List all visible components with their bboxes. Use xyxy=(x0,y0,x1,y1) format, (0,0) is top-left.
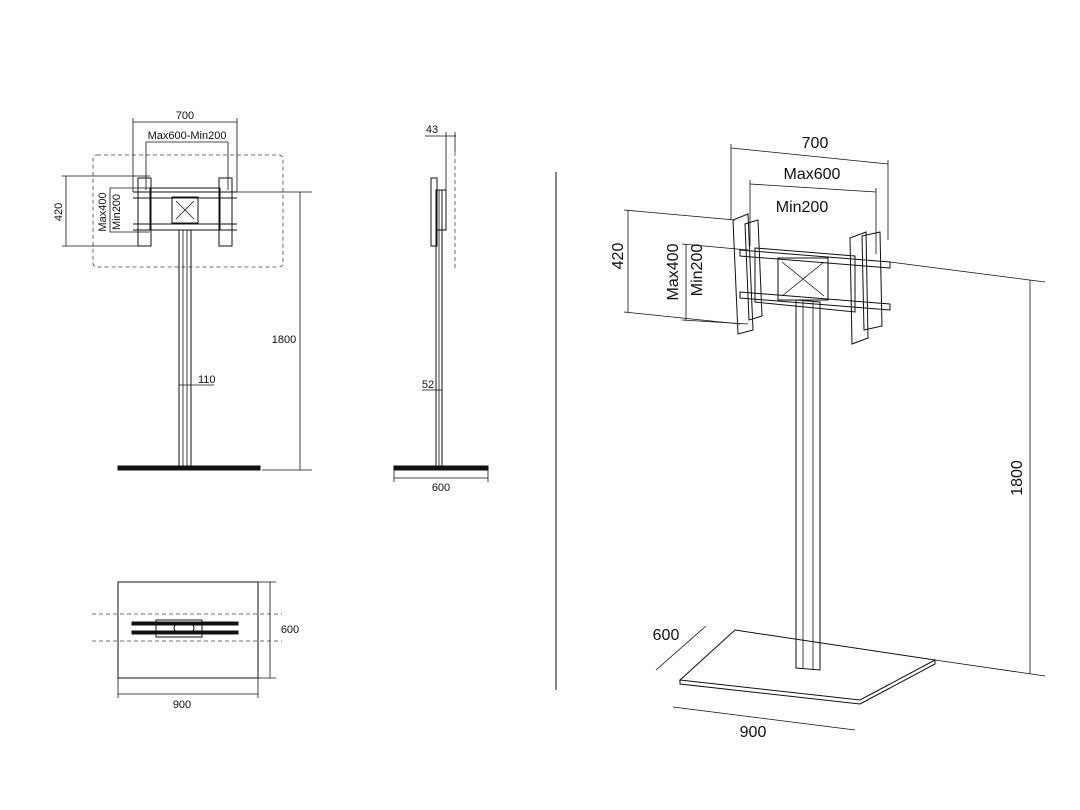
iso-vesa-min-label: Min200 xyxy=(689,244,706,297)
iso-base-width-label: 900 xyxy=(740,724,767,741)
top-base-outline xyxy=(117,581,259,679)
top-view: 600 900 xyxy=(92,581,299,711)
iso-pole xyxy=(795,299,821,671)
iso-left-bracket xyxy=(732,213,754,335)
iso-width-label: 700 xyxy=(802,135,829,152)
iso-vesa-max-label: Max400 xyxy=(665,243,682,300)
iso-vesa-width-min-label: Min200 xyxy=(776,199,829,216)
side-depth-label: 43 xyxy=(426,124,438,136)
front-vesa-width-label: Max600-Min200 xyxy=(148,130,227,142)
side-view: 43 52 600 xyxy=(393,124,489,494)
front-right-bracket xyxy=(218,177,233,247)
iso-base xyxy=(678,629,937,701)
iso-view: 700 Max600 Min200 420 Max400 Min200 1800… xyxy=(610,135,1046,741)
front-screen-outline xyxy=(92,154,284,268)
iso-right-bracket xyxy=(849,231,869,345)
iso-mount-plate xyxy=(754,247,856,313)
iso-vesa-width-max-label: Max600 xyxy=(784,166,841,183)
top-depth-label: 600 xyxy=(281,624,299,636)
front-height-label: 420 xyxy=(53,203,65,221)
side-base xyxy=(393,465,489,471)
iso-height-label: 420 xyxy=(610,243,627,270)
front-view: 700 Max600-Min200 420 Max400 Min200 1800… xyxy=(53,110,312,471)
iso-base-depth-label: 600 xyxy=(653,627,680,644)
iso-total-height-label: 1800 xyxy=(1009,460,1026,496)
top-width-label: 900 xyxy=(173,699,191,711)
front-base xyxy=(117,465,261,471)
front-pole-label: 110 xyxy=(198,374,216,386)
side-pole-label: 52 xyxy=(422,379,434,391)
front-width-label: 700 xyxy=(176,110,194,122)
side-base-label: 600 xyxy=(432,482,450,494)
front-vesa-max-label: Max400 xyxy=(97,192,109,231)
front-total-height-label: 1800 xyxy=(272,334,296,346)
front-pole xyxy=(178,229,192,471)
front-vesa-min-label: Min200 xyxy=(111,194,123,230)
